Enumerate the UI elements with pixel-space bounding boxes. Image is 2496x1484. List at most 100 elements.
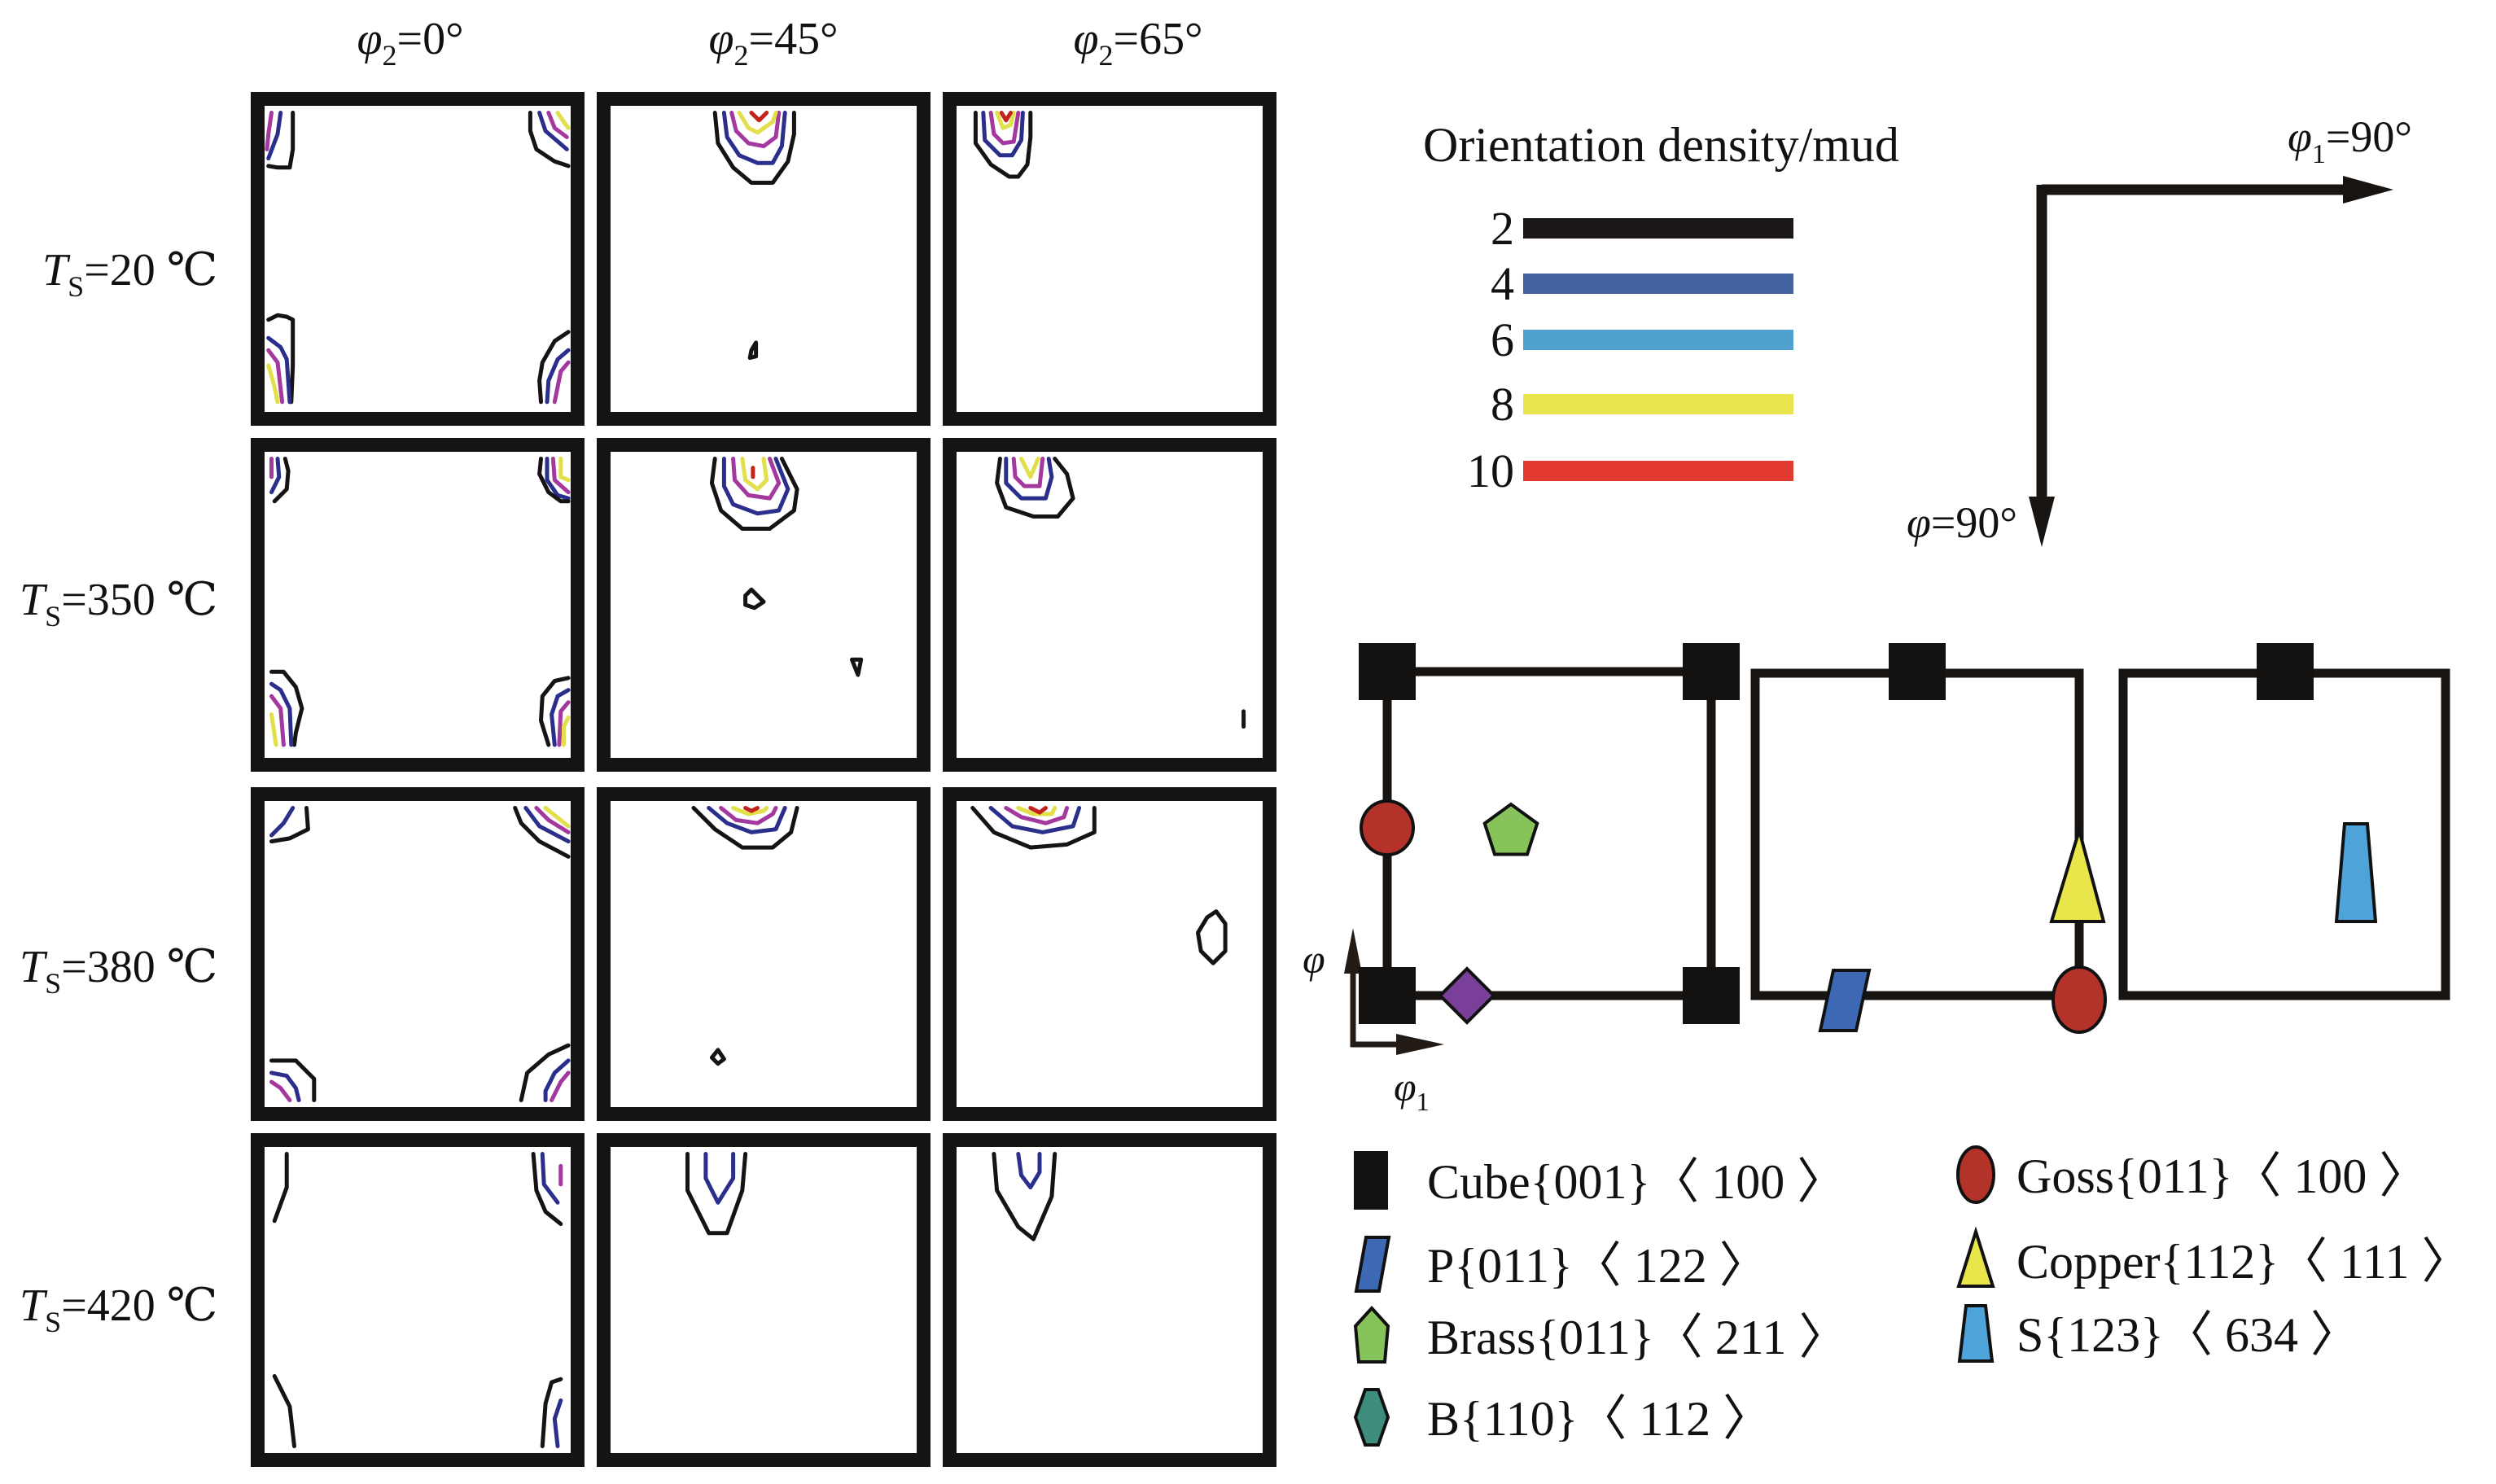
contour-level-2 [850,657,864,677]
contour-level-10 [749,111,769,123]
column-header-phi2-45: φ2=45° [709,14,839,72]
density-level-label: 10 [1467,444,1514,497]
contour-level-8 [1019,457,1040,479]
contour-level-8 [1016,806,1058,816]
contour-level-8 [269,712,278,747]
panel-frame [597,1133,931,1467]
texture-legend-label: B{110}〈 112 〉 [1427,1392,1771,1446]
contour-level-2 [266,313,296,405]
contour-level-6 [546,111,569,139]
odf-panel-t350-p65 [943,438,1276,772]
odf-panel-t380-p0 [251,787,585,1121]
texture-legend-item-p: P{011}〈 122 〉 [1354,1236,1768,1293]
contour-level-2 [528,111,571,169]
key-box-phi2-65 [2118,668,2450,1000]
contour-level-4 [543,1058,571,1102]
contour-level-6 [1011,457,1045,488]
contour-level-2 [537,330,571,405]
contour-level-4 [545,457,571,501]
key-box-phi2-0 [1382,667,1716,1000]
panel-frame [597,787,931,1121]
triangle-icon [1956,1226,1995,1288]
column-header-phi2-65: φ2=65° [1074,14,1203,72]
contour-level-4 [988,806,1082,834]
density-level-swatch [1523,461,1793,481]
contour-level-2 [747,340,759,361]
contour-level-8 [555,111,571,130]
contour-level-2 [266,111,296,170]
texture-legend-label: S{123}〈 634 〉 [2017,1308,2359,1362]
contour-level-6 [265,111,274,151]
column-header-phi2-0: φ2=0° [357,14,464,72]
contour-level-4 [545,348,571,405]
contour-level-8 [543,806,571,829]
texture-legend: Cube{001}〈 100 〉 P{011}〈 122 〉 Brass{011}〈… [1353,1145,2471,1447]
row-labels: TS=20 ℃ TS=350 ℃ TS=380 ℃ TS=420 ℃ [20,245,217,1338]
axis-phi1-label: φ1=90° [2288,112,2412,169]
s-marker [2334,822,2378,923]
column-headers: φ2=0° φ2=45° φ2=65° [357,14,1203,72]
density-level-label: 6 [1491,313,1514,366]
contour-level-4 [707,806,787,834]
density-legend-row: 4 [1491,257,1793,310]
cube-marker [1889,643,1946,700]
density-level-swatch [1523,218,1793,239]
contour-level-4 [523,806,571,844]
contour-level-2 [743,587,766,611]
contour-level-10 [1028,806,1048,815]
contour-level-2 [269,806,310,844]
odf-panel-t420-p45 [597,1133,931,1467]
density-legend-row: 8 [1491,378,1793,431]
key-axis-phi1-label: φ1 [1394,1064,1430,1116]
contour-level-6 [269,694,286,747]
texture-legend-item-cube: Cube{001}〈 100 〉 [1354,1151,1846,1210]
density-level-swatch [1523,274,1793,294]
contour-level-6 [1004,806,1070,825]
contour-level-6 [988,111,1021,146]
odf-panel-t350-p0 [251,438,585,772]
contour-level-10 [743,806,760,813]
contour-level-2 [269,669,304,747]
key-box-phi2-45 [1750,668,2084,1000]
contour-level-2 [995,457,1075,519]
texture-legend-label: Copper{112}〈 111 〉 [2017,1235,2471,1289]
texture-legend-item-brass: Brass{011}〈 211 〉 [1353,1306,1847,1364]
contour-level-2 [539,676,571,747]
contour-level-2 [691,806,799,850]
odf-panel-t20-p45 [597,92,931,426]
cube-marker [1359,967,1416,1024]
cube-marker [1359,643,1416,700]
square-icon [1354,1151,1388,1210]
odf-panel-t380-p45 [597,787,931,1121]
panel-frame [251,1133,585,1467]
contour-level-2 [531,1152,563,1226]
contour-level-4 [721,457,790,516]
contour-level-2 [685,1152,748,1236]
contour-level-6 [552,360,571,405]
contour-level-2 [519,1043,571,1102]
row-label-ts-420: TS=420 ℃ [20,1280,217,1338]
density-level-label: 8 [1491,378,1514,431]
contour-level-6 [534,806,571,834]
contour-level-6 [550,457,571,495]
contour-level-8 [995,111,1016,130]
texture-legend-label: Cube{001}〈 100 〉 [1427,1155,1846,1209]
odf-panel-t350-p45 [597,438,931,772]
contour-level-2 [272,1374,296,1448]
texture-legend-item-goss: Goss{011}〈 100 〉 [1956,1145,2428,1204]
contour-level-2 [992,1152,1058,1241]
panel-frame [597,92,931,426]
contour-level-4 [703,1152,736,1205]
density-level-label: 4 [1491,257,1514,310]
key-axis-phi-label: φ [1303,936,1325,982]
contour-level-4 [550,688,571,747]
texture-legend-label: Goss{011}〈 100 〉 [2017,1149,2428,1203]
row-label-ts-380: TS=380 ℃ [20,942,217,1000]
contour-level-2 [269,1058,317,1102]
odf-panel-t420-p65 [943,1133,1276,1467]
row-label-ts-350: TS=350 ℃ [20,575,217,633]
contour-level-2 [709,1048,726,1066]
texture-legend-item-s: S{123}〈 634 〉 [1957,1304,2359,1363]
